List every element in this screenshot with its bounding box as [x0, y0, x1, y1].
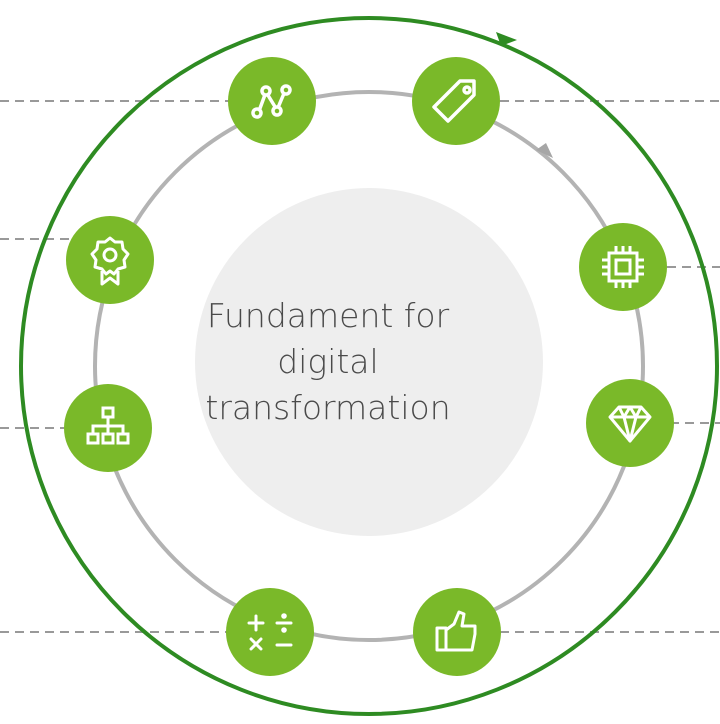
- thumbs-up-icon: [435, 610, 477, 652]
- node-satisfaction: [413, 588, 501, 676]
- microchip-icon: [602, 246, 644, 288]
- inner-cycle-arrowhead: [536, 143, 553, 158]
- center-label-line-2: digital: [277, 342, 379, 381]
- center-circle: [195, 188, 543, 536]
- dashed-leader-lines: [0, 100, 720, 633]
- node-organization: [64, 384, 152, 472]
- price-tag-icon: [432, 79, 476, 123]
- node-technology: [579, 223, 667, 311]
- inner-cycle-ring: [93, 90, 645, 642]
- org-chart-icon: [86, 406, 130, 445]
- node-calculation: [226, 588, 314, 676]
- award-badge-icon: [90, 236, 130, 286]
- math-operators-icon: [247, 613, 293, 651]
- node-value: [586, 379, 674, 467]
- center-label-line-1: Fundament for: [206, 296, 450, 335]
- node-pricing: [412, 57, 500, 145]
- center-label: Fundament for digital transformation: [196, 262, 460, 462]
- center-label-line-3: transformation: [205, 388, 451, 427]
- node-quality: [66, 216, 154, 304]
- outer-cycle-ring: [19, 16, 719, 716]
- line-chart-icon: [251, 84, 292, 119]
- diamond-icon: [608, 405, 652, 443]
- node-analytics: [228, 57, 316, 145]
- outer-cycle-arrowhead: [496, 32, 517, 46]
